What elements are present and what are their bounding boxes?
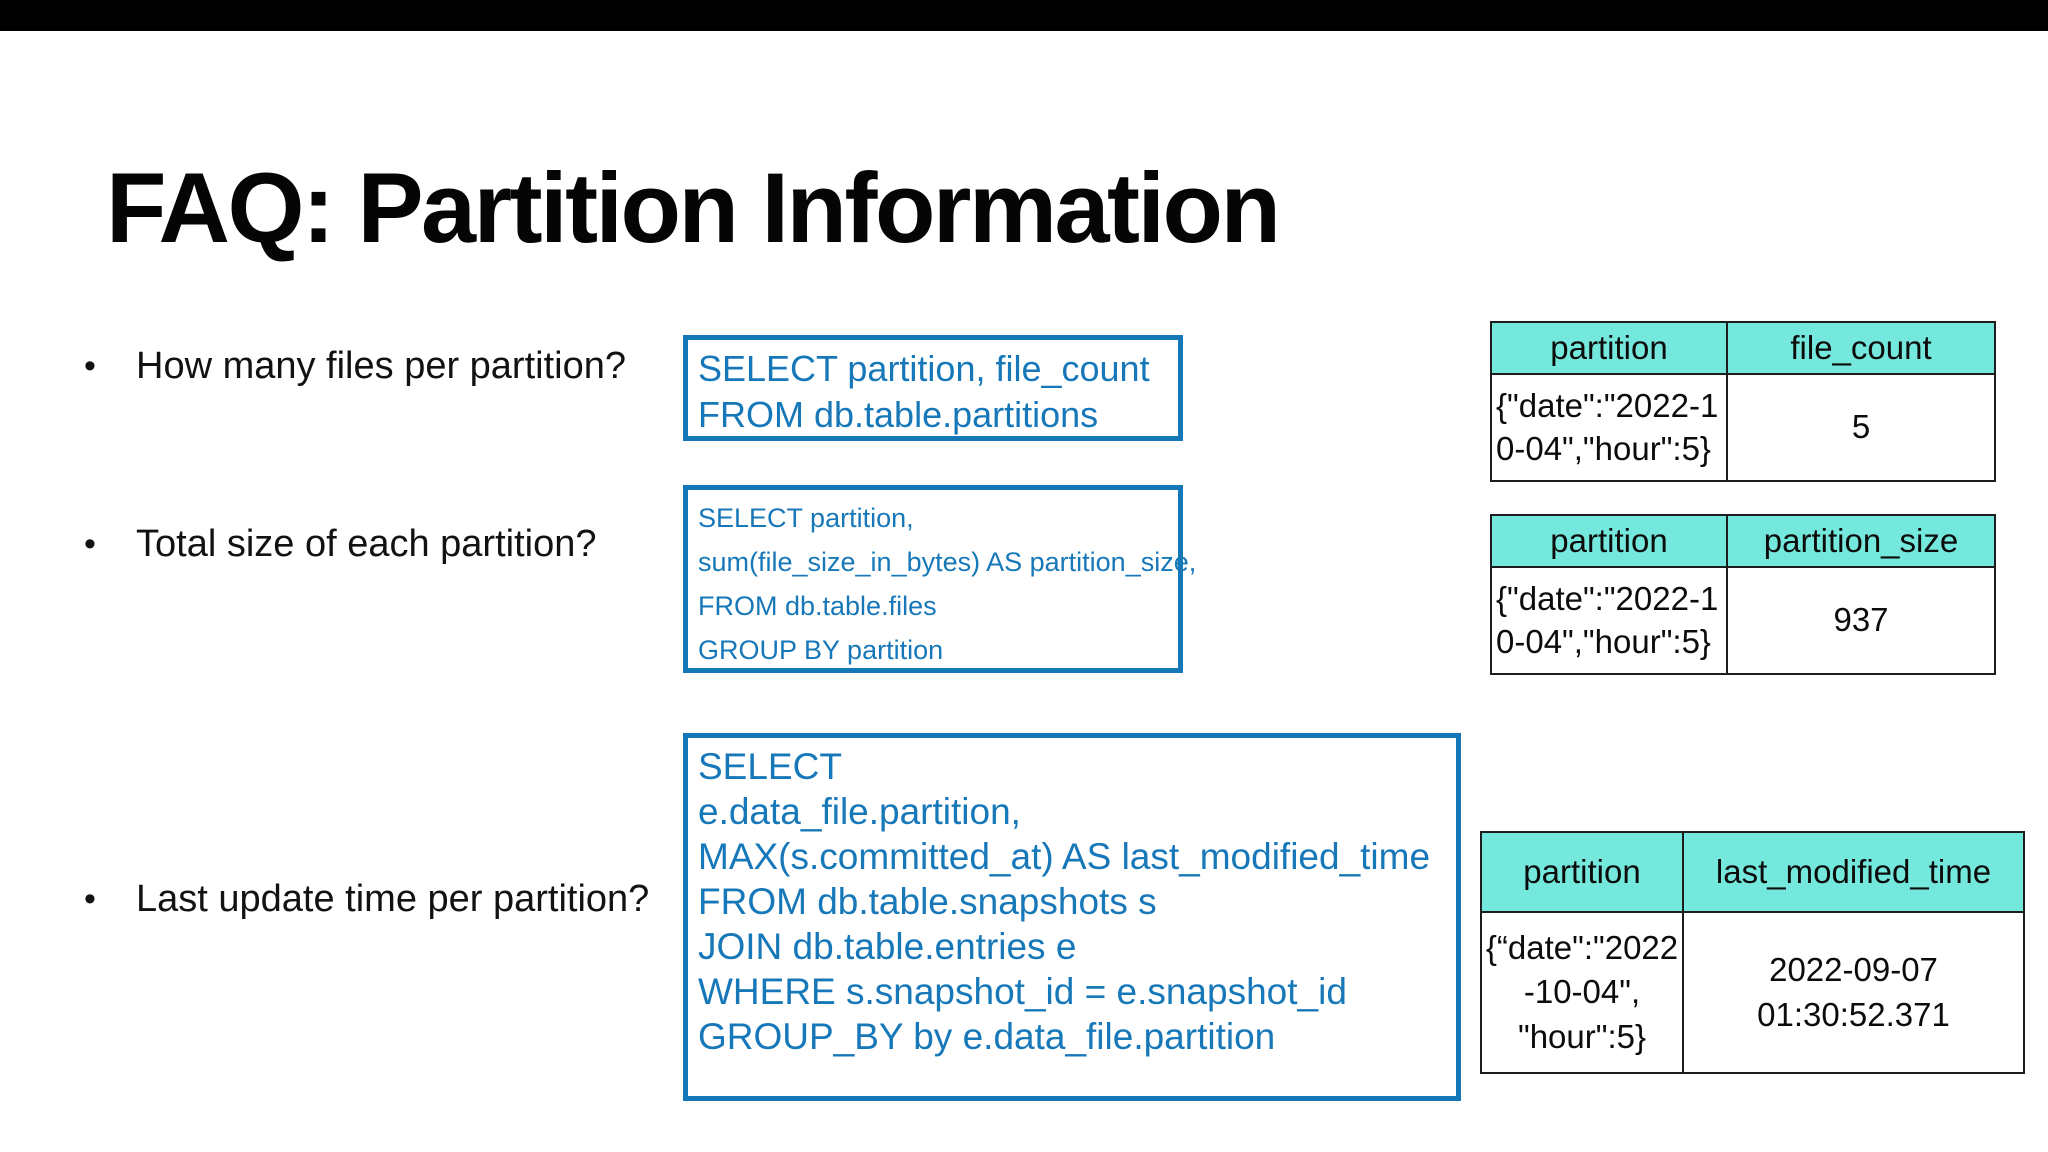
sql-line: FROM db.table.partitions	[698, 394, 1099, 435]
table-row: {"date":"2022-10-04","hour":5} 937	[1490, 566, 1996, 675]
table-row: {"date":"2022-10-04","hour":5} 5	[1490, 373, 1996, 482]
slide-title: FAQ: Partition Information	[106, 152, 1281, 264]
cell-partition-value: {"date":"2022-10-04","hour":5}	[1490, 566, 1728, 675]
sql-line: JOIN db.table.entries e	[698, 926, 1077, 967]
column-header-last-modified-time: last_modified_time	[1682, 831, 2025, 913]
bullet-icon: •	[84, 347, 96, 385]
result-table-partition-size: partition partition_size {"date":"2022-1…	[1490, 514, 1996, 675]
cell-last-modified-time-value: 2022-09-07 01:30:52.371	[1682, 911, 2025, 1074]
cell-partition-value: {“date":"2022 -10-04", "hour":5}	[1480, 911, 1684, 1074]
column-header-partition: partition	[1490, 514, 1728, 568]
result-table-file-count: partition file_count {"date":"2022-10-04…	[1490, 321, 1996, 482]
sql-line: GROUP_BY by e.data_file.partition	[698, 1016, 1276, 1057]
sql-line: WHERE s.snapshot_id = e.snapshot_id	[698, 971, 1347, 1012]
sql-line: sum(file_size_in_bytes) AS partition_siz…	[698, 547, 1197, 577]
sql-line: FROM db.table.files	[698, 591, 937, 621]
column-header-partition-size: partition_size	[1726, 514, 1996, 568]
bullet-icon: •	[84, 880, 96, 918]
result-table-last-modified-time: partition last_modified_time {“date":"20…	[1480, 831, 2025, 1074]
cell-file-count-value: 5	[1726, 373, 1996, 482]
bullet-text: Last update time per partition?	[136, 878, 650, 920]
bullet-item-partition-size: • Total size of each partition?	[84, 522, 597, 568]
sql-code-box-partition-size: SELECT partition, sum(file_size_in_bytes…	[683, 485, 1197, 673]
bullet-item-files-per-partition: • How many files per partition?	[84, 344, 626, 390]
sql-code-box-file-count: SELECT partition, file_count FROM db.tab…	[683, 335, 1183, 441]
sql-line: e.data_file.partition,	[698, 791, 1021, 832]
bullet-icon: •	[84, 525, 96, 563]
cell-partition-value: {"date":"2022-10-04","hour":5}	[1490, 373, 1728, 482]
bullet-text: How many files per partition?	[136, 345, 626, 387]
column-header-partition: partition	[1480, 831, 1684, 913]
sql-code-box-last-modified-time: SELECT e.data_file.partition, MAX(s.comm…	[683, 733, 1461, 1101]
sql-line: GROUP BY partition	[698, 635, 944, 665]
sql-line: SELECT partition, file_count	[698, 348, 1150, 389]
table-row: {“date":"2022 -10-04", "hour":5} 2022-09…	[1480, 911, 2025, 1074]
sql-line: FROM db.table.snapshots s	[698, 881, 1157, 922]
cell-partition-size-value: 937	[1726, 566, 1996, 675]
sql-line: SELECT partition,	[698, 503, 914, 533]
bullet-item-last-update-time: • Last update time per partition?	[84, 877, 649, 923]
top-black-bar	[0, 0, 2048, 31]
sql-line: SELECT	[698, 746, 842, 787]
column-header-file-count: file_count	[1726, 321, 1996, 375]
table-header-row: partition file_count	[1490, 321, 1996, 375]
sql-line: MAX(s.committed_at) AS last_modified_tim…	[698, 836, 1431, 877]
bullet-text: Total size of each partition?	[136, 523, 597, 565]
table-header-row: partition last_modified_time	[1480, 831, 2025, 913]
table-header-row: partition partition_size	[1490, 514, 1996, 568]
column-header-partition: partition	[1490, 321, 1728, 375]
